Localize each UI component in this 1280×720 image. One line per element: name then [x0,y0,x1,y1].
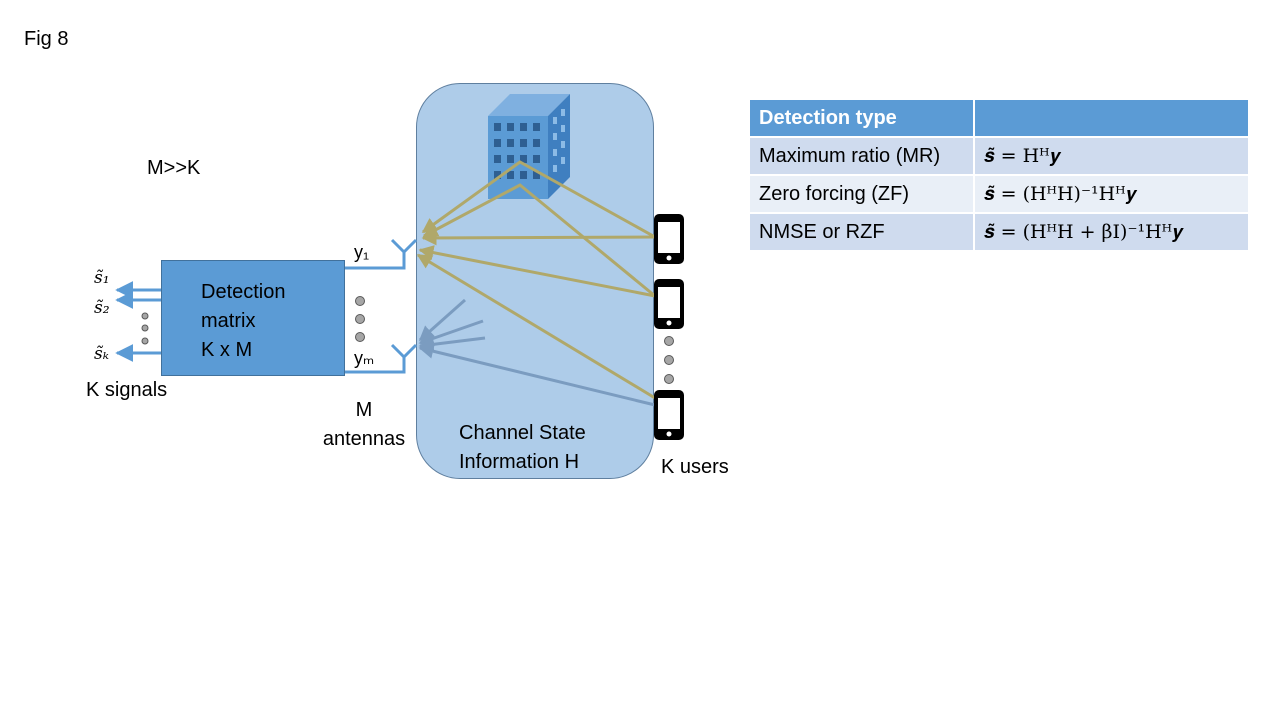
user-ellipsis [664,336,674,384]
formula-cell: 𝒔̃ = (HᴴH + βI)⁻¹Hᴴ𝒚 [973,212,1250,252]
phone-icon [654,279,684,329]
antennas-caption-line: antennas [322,428,406,450]
k-users-caption: K users [661,456,729,478]
detection-matrix-box [161,260,345,376]
antenna-label-1: y₁ [354,242,370,262]
output-arrows [115,281,161,362]
output-ellipsis [141,312,149,345]
signal-label-1: s̃₁ [94,268,110,288]
k-signals-caption: K signals [86,379,168,401]
detection-type-cell: Maximum ratio (MR) [748,136,975,176]
detection-type-table: Detection type Maximum ratio (MR) 𝒔̃ = H… [748,98,1250,252]
channel-caption-line: Channel State [459,422,586,444]
antennas-caption-line: M [355,399,373,421]
detection-type-cell: NMSE or RZF [748,212,975,252]
detection-type-cell: Zero forcing (ZF) [748,174,975,214]
table-header-row: Detection type [748,98,1250,138]
formula-cell: 𝒔̃ = Hᴴ𝒚 [973,136,1250,176]
channel-caption: Channel State Information H [459,419,586,477]
detection-line: K x M [201,339,253,361]
figure-label: Fig 8 [24,28,69,50]
phone-icon [654,214,684,264]
phone-icons [654,214,684,440]
table-header-cell: Detection type [748,98,975,138]
table-header-cell [973,98,1250,138]
user-arrows-olive [416,160,656,400]
detection-matrix-label: Detection matrix K x M [201,278,286,365]
detection-line: matrix [201,310,256,332]
phone-icon [654,390,684,440]
table-row: NMSE or RZF 𝒔̃ = (HᴴH + βI)⁻¹Hᴴ𝒚 [748,212,1250,252]
user-arrows-blue [418,298,656,407]
signal-label-2: s̃₂ [94,298,110,318]
signal-label-k: s̃ₖ [94,344,109,364]
table-row: Zero forcing (ZF) 𝒔̃ = (HᴴH)⁻¹Hᴴ𝒚 [748,174,1250,214]
antenna-label-m: yₘ [354,348,375,368]
channel-caption-line: Information H [459,451,580,473]
antenna-ellipsis [355,296,365,342]
table-row: Maximum ratio (MR) 𝒔̃ = Hᴴ𝒚 [748,136,1250,176]
antennas-caption: M antennas [318,396,410,454]
detection-line: Detection [201,281,286,303]
formula-cell: 𝒔̃ = (HᴴH)⁻¹Hᴴ𝒚 [973,174,1250,214]
condition-label: M>>K [147,157,201,179]
antenna-icons [345,238,418,374]
